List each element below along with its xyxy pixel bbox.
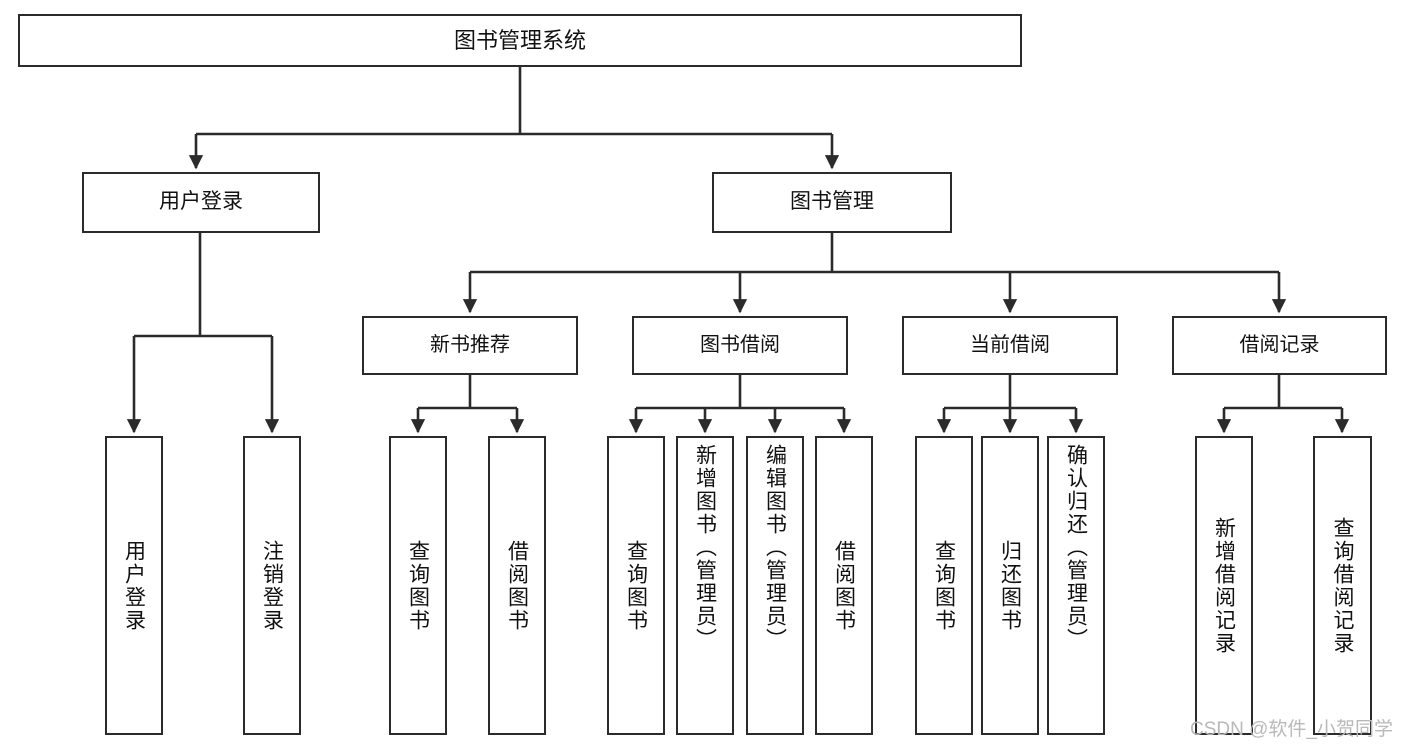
- leaf-user-login[interactable]: 用户登录: [105, 436, 163, 735]
- leaf-query-book-new[interactable]: 查询图书: [389, 436, 447, 735]
- leaf-query-book-borrow[interactable]: 查询图书: [607, 436, 665, 735]
- node-book-borrow[interactable]: 图书借阅: [632, 316, 848, 375]
- node-label: 借阅图书: [832, 539, 856, 632]
- leaf-add-book-admin[interactable]: 新增图书（管理员）: [676, 436, 734, 735]
- node-label: 图书管理系统: [453, 27, 586, 53]
- node-book-management[interactable]: 图书管理: [712, 172, 952, 233]
- leaf-logout[interactable]: 注销登录: [243, 436, 301, 735]
- node-label: 查询图书: [932, 539, 956, 632]
- node-label: 借阅图书: [505, 539, 529, 632]
- node-label: 用户登录: [122, 539, 146, 632]
- leaf-borrow-book-new[interactable]: 借阅图书: [488, 436, 546, 735]
- node-label: 新书推荐: [430, 334, 510, 356]
- node-label: 查询借阅记录: [1331, 516, 1354, 655]
- node-label: 归还图书: [998, 539, 1022, 632]
- node-label: 图书借阅: [700, 334, 780, 356]
- leaf-add-borrow-record[interactable]: 新增借阅记录: [1195, 436, 1253, 735]
- leaf-query-borrow-record[interactable]: 查询借阅记录: [1313, 436, 1372, 735]
- node-label: 查询图书: [406, 539, 430, 632]
- node-label: 编辑图书（管理员）: [763, 444, 787, 651]
- node-user-login[interactable]: 用户登录: [82, 172, 320, 233]
- leaf-return-book[interactable]: 归还图书: [981, 436, 1039, 735]
- node-label: 查询图书: [624, 539, 648, 632]
- node-label: 图书管理: [790, 190, 874, 214]
- node-label: 当前借阅: [970, 334, 1050, 356]
- node-label: 新增借阅记录: [1212, 516, 1236, 655]
- leaf-query-book-current[interactable]: 查询图书: [915, 436, 973, 735]
- node-label: 新增图书（管理员）: [693, 444, 717, 651]
- node-label: 借阅记录: [1239, 334, 1320, 356]
- watermark-text: CSDN @软件_小贺同学: [1190, 719, 1393, 740]
- leaf-borrow-book[interactable]: 借阅图书: [815, 436, 873, 735]
- node-root-system[interactable]: 图书管理系统: [18, 14, 1022, 67]
- node-label: 用户登录: [159, 190, 243, 214]
- node-label: 注销登录: [260, 539, 284, 632]
- leaf-confirm-return-admin[interactable]: 确认归还（管理员）: [1047, 436, 1105, 735]
- node-borrow-record[interactable]: 借阅记录: [1172, 316, 1387, 375]
- node-new-book-recommend[interactable]: 新书推荐: [362, 316, 578, 375]
- node-current-borrow[interactable]: 当前借阅: [902, 316, 1118, 375]
- leaf-edit-book-admin[interactable]: 编辑图书（管理员）: [746, 436, 804, 735]
- node-label: 确认归还（管理员）: [1064, 444, 1088, 651]
